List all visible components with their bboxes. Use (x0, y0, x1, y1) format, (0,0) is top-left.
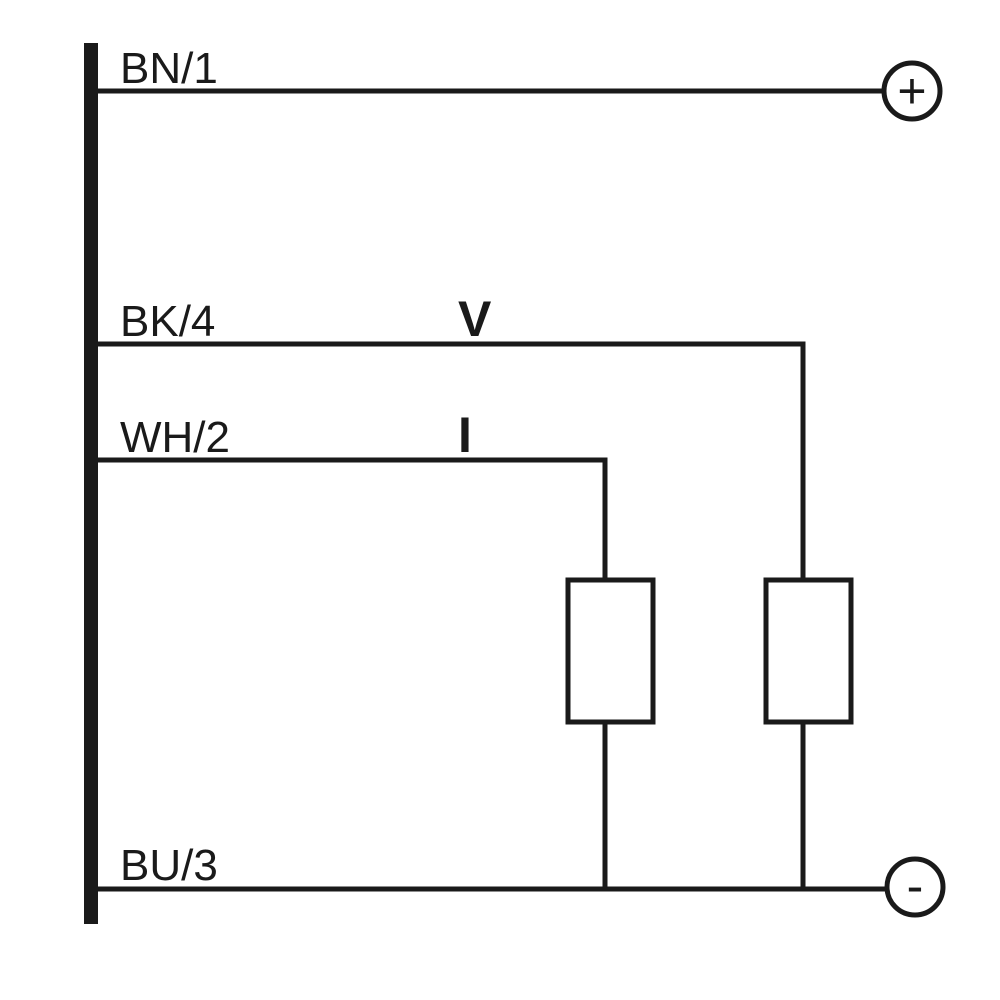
minus-terminal (884, 856, 946, 918)
resistor-current-load (565, 577, 656, 725)
wire-wh (95, 457, 608, 583)
wire-bk (95, 341, 806, 583)
plus-sign: + (897, 63, 926, 119)
label-bu: BU/3 (120, 841, 218, 890)
label-bk: BK/4 (120, 297, 215, 346)
minus-sign: - (907, 858, 924, 914)
resistor-voltage-load (763, 577, 854, 725)
bus-bar (84, 43, 98, 924)
label-current: I (458, 407, 472, 463)
label-voltage: V (458, 291, 492, 347)
plus-terminal (881, 60, 943, 122)
label-bn: BN/1 (120, 44, 218, 93)
label-wh: WH/2 (120, 413, 230, 462)
